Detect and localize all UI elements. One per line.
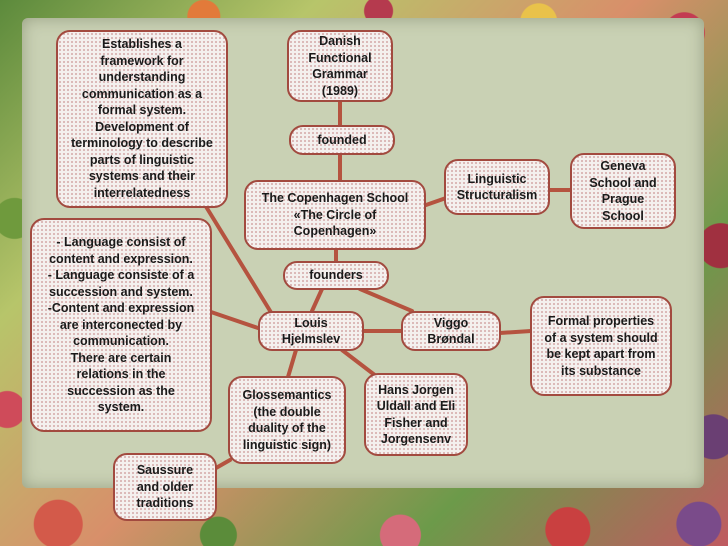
link-language-louis <box>209 310 260 330</box>
node-viggo-brondal: Viggo Brøndal <box>401 311 501 351</box>
node-formal-properties: Formal properties of a system should be … <box>530 296 672 396</box>
link-founders-viggo <box>358 287 414 313</box>
node-founders: founders <box>283 261 389 290</box>
node-copenhagen-school: The Copenhagen School «The Circle of Cop… <box>244 180 426 250</box>
link-framework-louis <box>203 203 274 316</box>
node-founded: founded <box>289 125 395 155</box>
node-louis-hjelmslev: Louis Hjelmslev <box>258 311 364 351</box>
node-saussure: Saussure and older traditions <box>113 453 217 521</box>
node-language-definition: - Language consist of content and expres… <box>30 218 212 432</box>
node-glossematics: Glossemantics (the double duality of the… <box>228 376 346 464</box>
link-founders-louis <box>310 287 324 313</box>
node-framework: Establishes a framework for understandin… <box>56 30 228 208</box>
node-danish-functional-grammar: Danish Functional Grammar (1989) <box>287 30 393 102</box>
node-hans-jorgen: Hans Jorgen Uldall and Eli Fisher and Jo… <box>364 373 468 456</box>
link-viggo-formal <box>498 329 533 335</box>
node-geneva-prague: Geneva School and Prague School <box>570 153 676 229</box>
link-copenhagen-structuralism <box>424 196 448 207</box>
link-louis-hans <box>340 348 378 378</box>
link-louis-glossematics <box>286 348 298 379</box>
link-glossematics-saussure <box>214 458 232 470</box>
node-linguistic-structuralism: Linguistic Structuralism <box>444 159 550 215</box>
